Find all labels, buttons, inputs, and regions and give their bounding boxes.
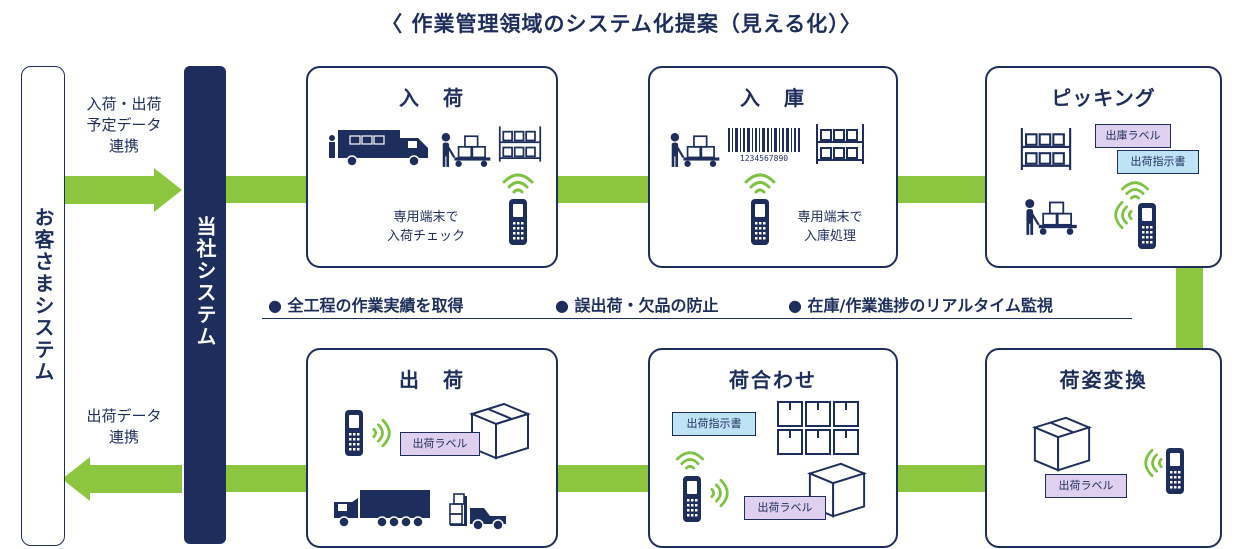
features-row: ● 全工程の作業実績を取得 ● 誤出荷・欠品の防止 ● 在庫/作業進捗のリアルタ… bbox=[262, 292, 1132, 319]
card-repack: 荷姿変換 出荷ラベル bbox=[985, 348, 1222, 548]
card-receiving: 入 荷 専用端末で 入荷チェック bbox=[306, 66, 558, 268]
arrow-to-our-system bbox=[62, 168, 182, 212]
card-picking-title: ピッキング bbox=[1051, 86, 1156, 110]
wifi-signal-icon bbox=[742, 172, 778, 194]
handheld-scanner-icon bbox=[1163, 444, 1187, 498]
arrow-to-customer-system bbox=[62, 457, 182, 501]
truck-icon bbox=[334, 490, 430, 528]
shelf-icon bbox=[810, 124, 870, 164]
shipping-instruction-doc: 出荷指示書 bbox=[1117, 150, 1199, 174]
wifi-signal-side-icon bbox=[372, 416, 392, 450]
shipping-label-doc: 出荷ラベル bbox=[744, 496, 826, 520]
wifi-signal-icon bbox=[672, 450, 708, 470]
page-title: 〈 作業管理領域のシステム化提案（見える化）〉 bbox=[381, 12, 862, 36]
truck-icon bbox=[329, 130, 428, 167]
package-box-icon bbox=[469, 402, 531, 460]
card-receiving-caption: 専用端末で 入荷チェック bbox=[386, 210, 465, 244]
box-stack-icon bbox=[777, 401, 859, 455]
customer-system-box: お客さまシステム bbox=[21, 66, 65, 546]
wifi-signal-side-icon bbox=[1143, 446, 1163, 480]
package-box-icon bbox=[1032, 416, 1092, 472]
forklift-icon bbox=[449, 493, 506, 531]
customer-system-label: お客さまシステム bbox=[31, 207, 55, 383]
wifi-signal-side-icon bbox=[1113, 198, 1133, 232]
our-system-bar: 当社システム bbox=[184, 66, 226, 544]
handheld-scanner-icon bbox=[1135, 200, 1159, 252]
card-matching: 荷合わせ 出荷指示書 出荷ラベル bbox=[648, 348, 898, 548]
wifi-signal-icon bbox=[1117, 180, 1153, 200]
cart-worker-icon bbox=[668, 132, 722, 168]
card-storage: 入 庫 1234567890 専用端末で 入庫処理 bbox=[648, 66, 898, 268]
shelf-icon bbox=[1015, 128, 1077, 170]
feature-1: ● 全工程の作業実績を取得 bbox=[268, 296, 464, 315]
card-storage-caption: 専用端末で 入庫処理 bbox=[797, 210, 863, 244]
wifi-signal-icon bbox=[500, 172, 536, 194]
our-system-label: 当社システム bbox=[193, 216, 217, 348]
cart-worker-icon bbox=[438, 132, 494, 168]
inbound-flow-text: 入荷・出荷 予定データ 連携 bbox=[86, 95, 162, 155]
shipping-label-doc: 出荷ラベル bbox=[1045, 474, 1127, 498]
card-storage-title: 入 庫 bbox=[740, 86, 806, 110]
barcode-icon bbox=[728, 128, 800, 152]
shipping-label-doc: 出荷ラベル bbox=[400, 432, 480, 456]
feature-3: ● 在庫/作業進捗のリアルタイム監視 bbox=[788, 296, 1053, 315]
cart-worker-icon bbox=[1023, 198, 1079, 236]
outbound-flow-text: 出荷データ 連携 bbox=[86, 407, 162, 446]
delivery-label-doc: 出庫ラベル bbox=[1095, 124, 1171, 148]
card-matching-title: 荷合わせ bbox=[729, 368, 817, 392]
barcode-number: 1234567890 bbox=[739, 154, 789, 163]
handheld-scanner-icon bbox=[506, 196, 530, 248]
card-shipping-title: 出 荷 bbox=[399, 368, 465, 392]
card-picking: ピッキング 出庫ラベル 出荷指示書 bbox=[985, 66, 1222, 268]
shipping-instruction-doc: 出荷指示書 bbox=[672, 412, 756, 436]
handheld-scanner-icon bbox=[748, 196, 772, 248]
handheld-scanner-icon bbox=[342, 406, 366, 460]
card-repack-title: 荷姿変換 bbox=[1059, 368, 1148, 392]
card-receiving-title: 入 荷 bbox=[399, 86, 465, 110]
card-shipping: 出 荷 出荷ラベル bbox=[306, 348, 558, 548]
wifi-signal-side-icon bbox=[710, 476, 730, 510]
shelf-icon bbox=[498, 126, 542, 162]
handheld-scanner-icon bbox=[680, 472, 704, 526]
feature-2: ● 誤出荷・欠品の防止 bbox=[555, 296, 719, 315]
